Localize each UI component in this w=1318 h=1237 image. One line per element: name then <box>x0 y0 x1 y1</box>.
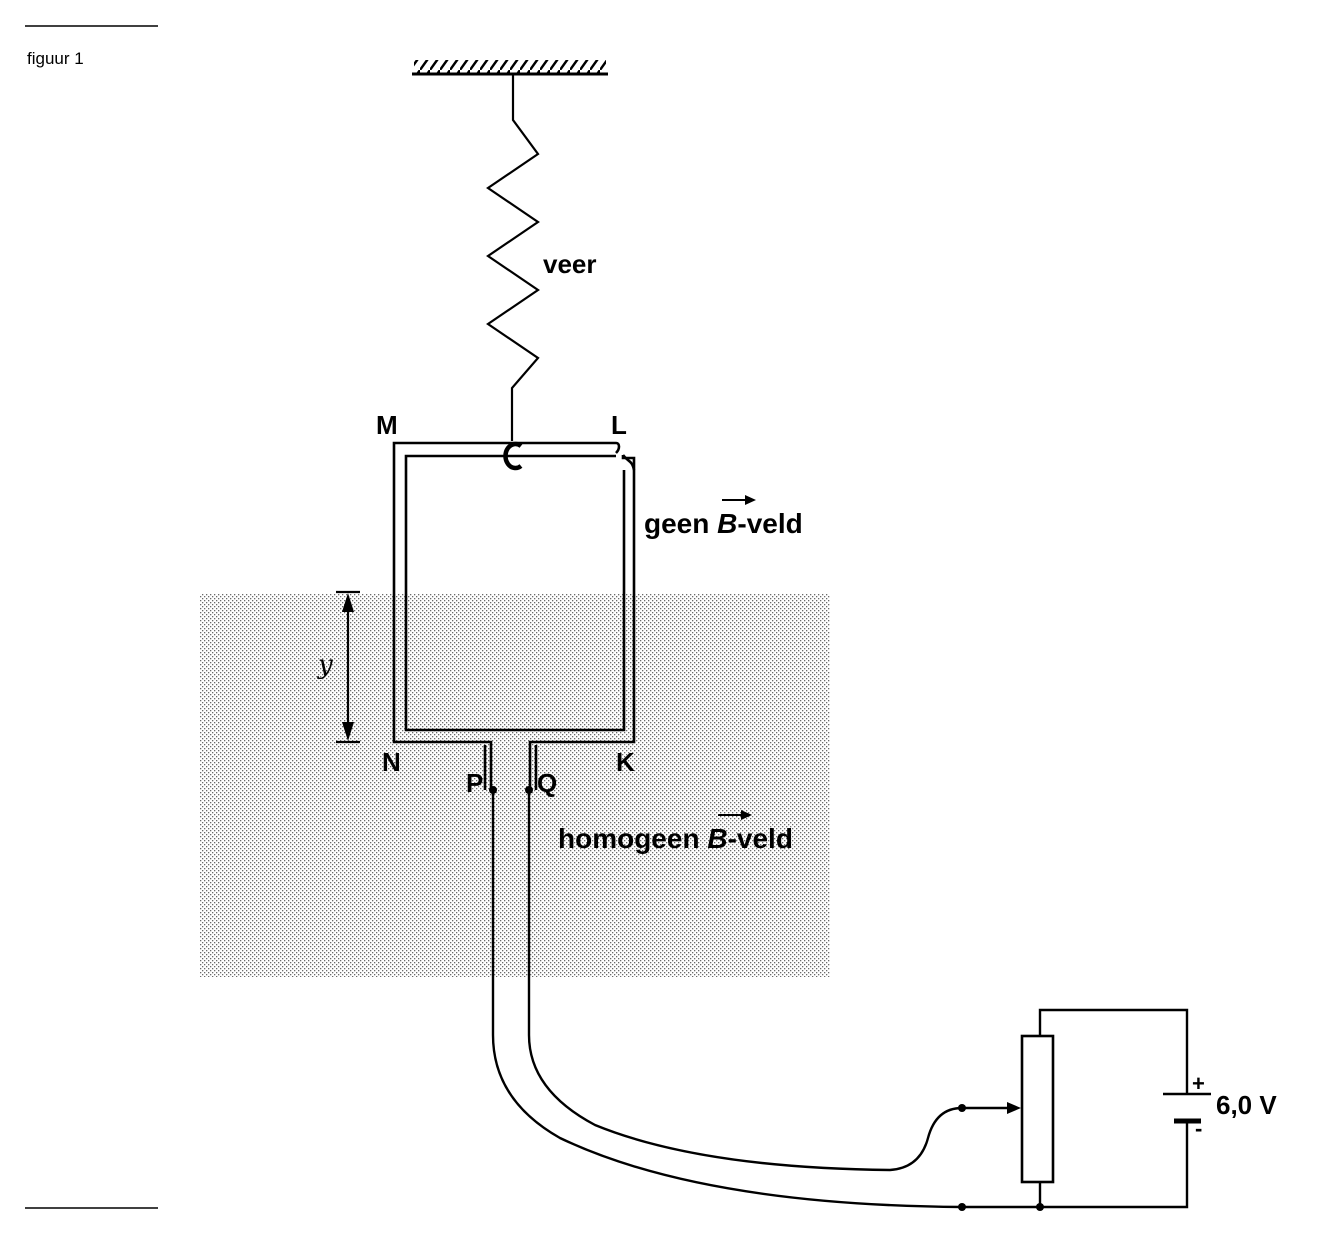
lead-wires <box>491 790 1189 1209</box>
wire-loop <box>392 441 636 790</box>
variable-resistor <box>1020 1034 1055 1184</box>
source-voltage-label: 6,0 V <box>1216 1090 1277 1120</box>
no-field-label: geen B-veld <box>644 495 803 539</box>
corner-label-l: L <box>611 410 627 440</box>
battery-symbol <box>1163 1092 1211 1124</box>
no-field-symbol: B <box>717 508 737 539</box>
no-field-prefix: geen <box>644 508 717 539</box>
spring <box>486 74 540 441</box>
junction-dot-bottom-left <box>958 1203 966 1211</box>
corner-label-k: K <box>616 747 635 777</box>
figure-caption: figuur 1 <box>27 49 84 68</box>
homogeneous-field-label: homogeen B-veld <box>558 810 793 854</box>
junction-dot-slider <box>958 1104 966 1112</box>
corner-label-n: N <box>382 747 401 777</box>
no-field-suffix: -veld <box>737 508 802 539</box>
field-symbol: B <box>707 823 727 854</box>
battery-minus-sign: - <box>1195 1116 1202 1141</box>
magnetic-field-region <box>200 594 830 977</box>
svg-text:geen B-veld: geen B-veld <box>644 508 803 539</box>
corner-label-m: M <box>376 410 398 440</box>
ceiling <box>412 60 608 76</box>
slider-arrowhead <box>1007 1102 1021 1114</box>
terminal-label-q: Q <box>537 768 557 798</box>
battery-plus-sign: + <box>1192 1071 1205 1096</box>
field-prefix: homogeen <box>558 823 707 854</box>
junction-dot-bottom-right <box>1036 1203 1044 1211</box>
svg-text:homogeen B-veld: homogeen B-veld <box>558 823 793 854</box>
field-suffix: -veld <box>728 823 793 854</box>
distance-y-marker <box>336 590 360 744</box>
spring-label: veer <box>543 249 597 279</box>
distance-y-label: y <box>317 650 333 680</box>
terminal-label-p: P <box>466 768 483 798</box>
hook <box>503 441 523 471</box>
